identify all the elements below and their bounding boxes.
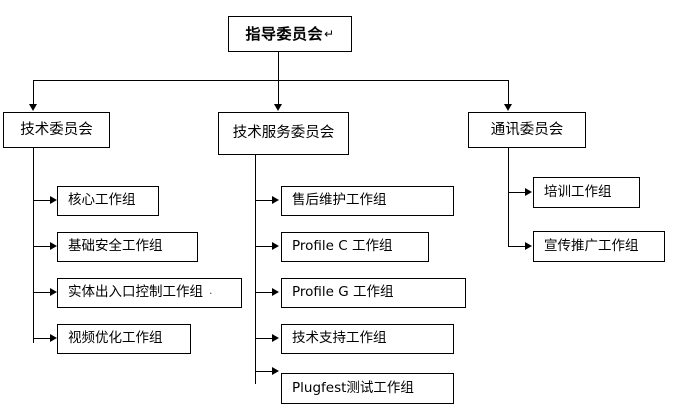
arrow-right-left-4-icon [50, 334, 57, 342]
connector-arm-mid-5 [255, 371, 274, 372]
arrow-right-left-1-icon [50, 196, 57, 204]
leaf-box-after-sales-maintenance-wg[interactable]: 售后维护工作组 [281, 186, 454, 216]
leaf-box-technical-support-wg[interactable]: 技术支持工作组 [281, 324, 454, 354]
leaf-box-video-optimization-wg[interactable]: 视频优化工作组 [57, 324, 191, 354]
connector-root-trunk [278, 52, 279, 80]
connector-arm-left-4 [33, 338, 54, 339]
leaf-box-core-wg[interactable]: 核心工作组 [57, 186, 159, 216]
connector-drop-middle [278, 80, 279, 105]
arrow-right-mid-5-icon [272, 367, 279, 375]
leaf-label-physical-access-control-wg: 实体出入口控制工作组 [68, 284, 203, 301]
connector-drop-left [33, 80, 34, 105]
connector-drop-right [508, 80, 509, 105]
arrow-down-right-icon [504, 104, 512, 111]
connector-arm-left-3 [33, 292, 54, 293]
connector-trunk-technical-committee [33, 148, 34, 343]
arrow-right-mid-2-icon [272, 242, 279, 250]
leaf-trailing-mark: · [209, 286, 213, 300]
leaf-label-basic-security-wg: 基础安全工作组 [68, 238, 163, 255]
leaf-box-profile-g-wg[interactable]: Profile G 工作组 [281, 278, 466, 308]
connector-arm-mid-3 [255, 292, 274, 293]
leaf-box-physical-access-control-wg[interactable]: 实体出入口控制工作组 · [57, 278, 242, 308]
branch-label-technical-service-committee: 技术服务委员会 [232, 125, 335, 142]
arrow-right-right-2-icon [525, 242, 532, 250]
branch-label-technical-committee: 技术委员会 [20, 121, 93, 138]
leaf-label-after-sales-maintenance-wg: 售后维护工作组 [292, 192, 387, 209]
connector-trunk-communication-committee [508, 148, 509, 247]
leaf-box-plugfest-test-wg[interactable]: Plugfest测试工作组 [281, 373, 454, 404]
arrow-right-right-1-icon [525, 188, 532, 196]
arrow-right-left-2-icon [50, 242, 57, 250]
branch-box-technical-committee[interactable]: 技术委员会 [3, 112, 110, 148]
leaf-label-profile-c-wg: Profile C 工作组 [292, 238, 393, 255]
connector-trunk-technical-service-committee [255, 155, 256, 384]
paragraph-mark-icon: ↵ [323, 27, 335, 41]
leaf-label-training-wg: 培训工作组 [544, 183, 612, 200]
leaf-label-promotion-wg: 宣传推广工作组 [544, 237, 639, 254]
connector-arm-left-2 [33, 246, 54, 247]
arrow-right-mid-1-icon [272, 196, 279, 204]
leaf-box-training-wg[interactable]: 培训工作组 [533, 177, 640, 208]
branch-label-communication-committee: 通讯委员会 [490, 121, 564, 138]
leaf-label-profile-g-wg: Profile G 工作组 [292, 284, 394, 301]
arrow-right-mid-3-icon [272, 288, 279, 296]
connector-arm-mid-4 [255, 338, 274, 339]
leaf-box-basic-security-wg[interactable]: 基础安全工作组 [57, 232, 198, 262]
branch-box-technical-service-committee[interactable]: 技术服务委员会 [218, 112, 349, 155]
connector-arm-mid-2 [255, 246, 274, 247]
connector-arm-right-1 [508, 192, 529, 193]
leaf-box-profile-c-wg[interactable]: Profile C 工作组 [281, 232, 429, 262]
arrow-down-middle-icon [274, 104, 282, 111]
leaf-label-core-wg: 核心工作组 [68, 192, 136, 209]
branch-box-communication-committee[interactable]: 通讯委员会 [468, 112, 586, 148]
connector-distribution-bar [33, 80, 509, 81]
connector-arm-right-2 [508, 246, 529, 247]
leaf-label-technical-support-wg: 技术支持工作组 [292, 330, 387, 347]
connector-arm-mid-1 [255, 200, 274, 201]
leaf-label-video-optimization-wg: 视频优化工作组 [68, 330, 163, 347]
root-box-label: 指导委员会 [245, 24, 323, 43]
arrow-right-left-3-icon [50, 288, 57, 296]
connector-arm-left-1 [33, 200, 54, 201]
root-box-steering-committee[interactable]: 指导委员会↵ [228, 16, 352, 52]
leaf-box-promotion-wg[interactable]: 宣传推广工作组 [533, 231, 665, 262]
arrow-down-left-icon [29, 104, 37, 111]
arrow-right-mid-4-icon [272, 334, 279, 342]
leaf-label-plugfest-test-wg: Plugfest测试工作组 [292, 379, 414, 396]
